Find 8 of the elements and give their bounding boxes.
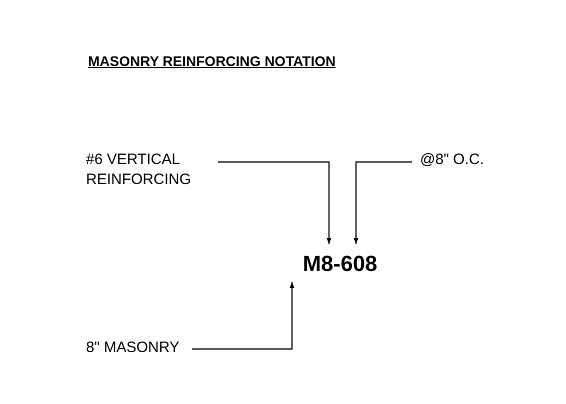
callout-text: @8" O.C. — [420, 151, 484, 168]
callout-text: 8" MASONRY — [86, 339, 180, 356]
leader-arrow — [192, 282, 294, 350]
callout-text: #6 VERTICAL REINFORCING — [86, 151, 191, 188]
leader-arrow — [354, 161, 412, 244]
title: MASONRY REINFORCING NOTATION — [88, 52, 336, 71]
leader-arrow — [218, 161, 332, 244]
notation-code: M8-608 — [302, 250, 378, 278]
